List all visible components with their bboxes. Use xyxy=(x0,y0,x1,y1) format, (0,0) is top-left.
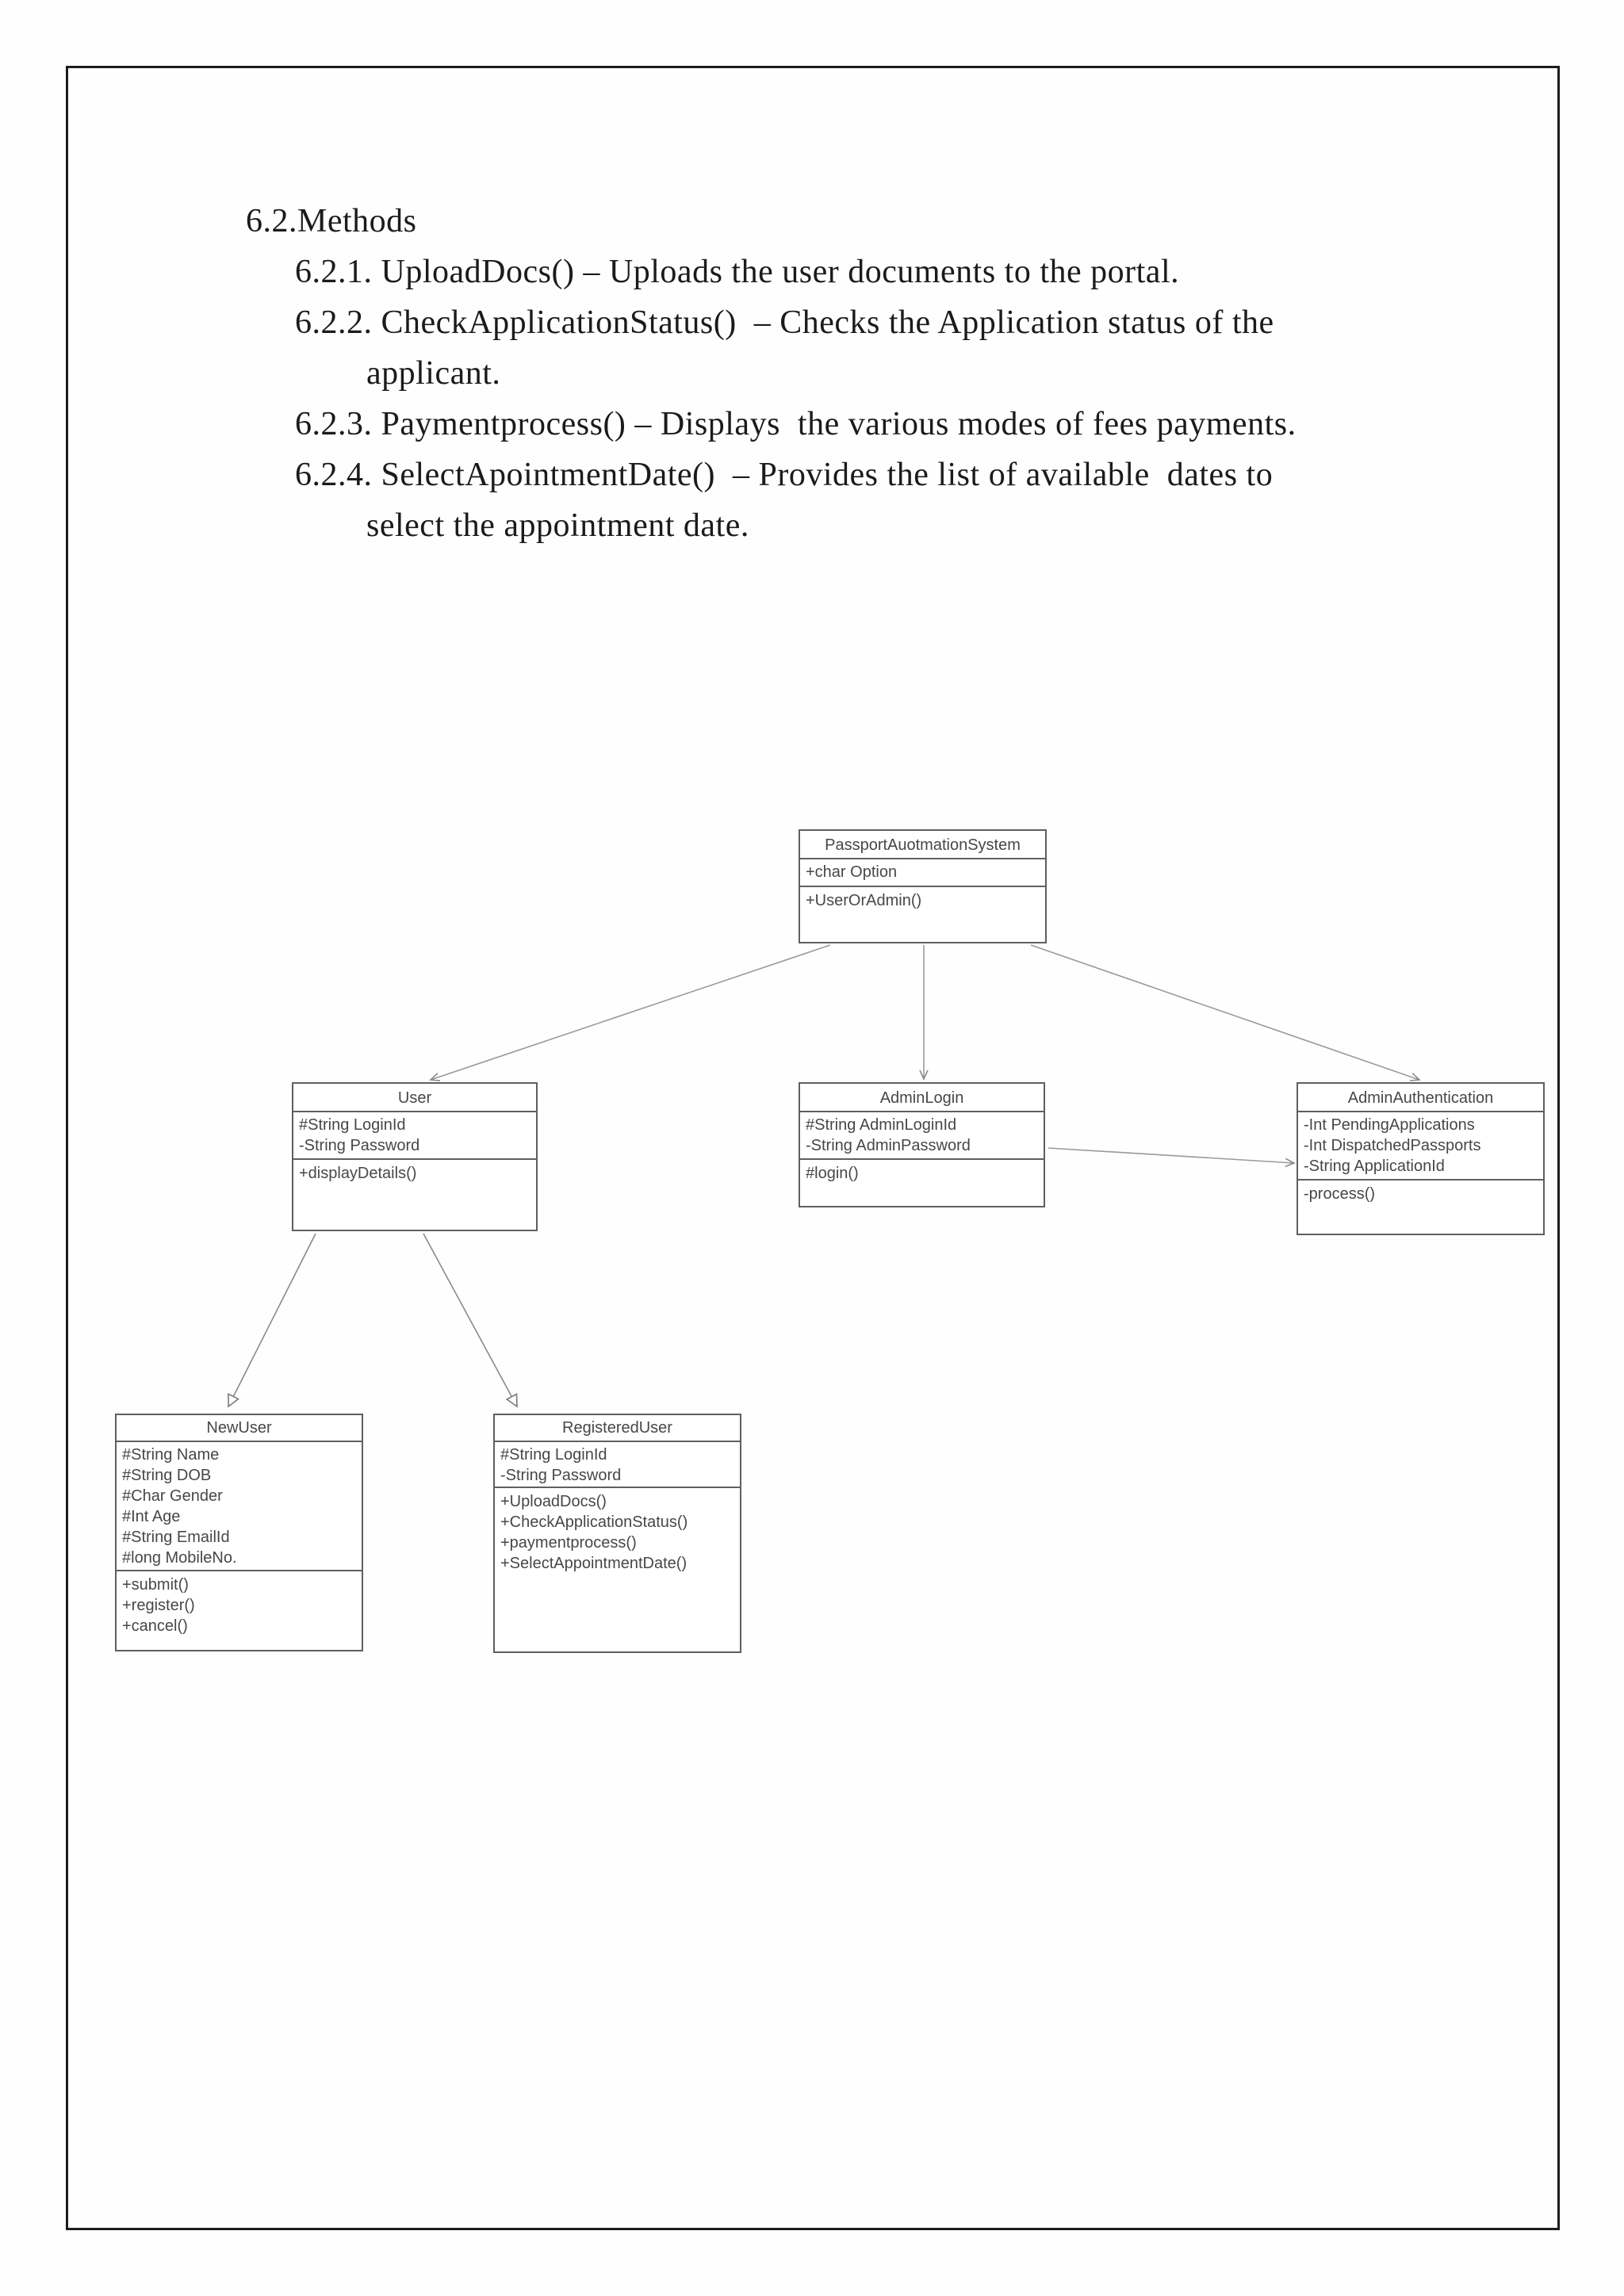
uml-attribute: #Int Age xyxy=(122,1508,181,1525)
uml-methods-section: #login() xyxy=(800,1160,1044,1206)
uml-class-passport-auotmation-system: PassportAuotmationSystem +char Option +U… xyxy=(799,829,1047,943)
uml-attribute: -String AdminPassword xyxy=(806,1137,971,1154)
method-item-1: 6.2.1. UploadDocs() – Uploads the user d… xyxy=(295,254,1180,290)
uml-methods-section: -process() xyxy=(1298,1181,1543,1234)
uml-class-title: AdminLogin xyxy=(800,1084,1044,1112)
uml-class-admin-authentication: AdminAuthentication -Int PendingApplicat… xyxy=(1297,1082,1545,1235)
uml-attributes-section: +char Option xyxy=(800,859,1045,887)
page-border xyxy=(66,66,1560,2230)
uml-attribute: #String AdminLoginId xyxy=(806,1116,957,1134)
uml-method: +CheckApplicationStatus() xyxy=(500,1513,688,1531)
uml-attribute: #String LoginId xyxy=(500,1446,607,1464)
uml-class-title: AdminAuthentication xyxy=(1298,1084,1543,1112)
uml-method: +SelectAppointmentDate() xyxy=(500,1555,688,1572)
uml-attribute: +char Option xyxy=(806,863,898,881)
uml-attribute: #long MobileNo. xyxy=(122,1549,237,1567)
uml-methods-section: +UploadDocs() +CheckApplicationStatus() … xyxy=(495,1488,740,1651)
section-heading: 6.2.Methods xyxy=(246,203,417,239)
method-item-4: 6.2.4. SelectApointmentDate() – Provides… xyxy=(295,457,1274,493)
uml-attributes-section: #String AdminLoginId -String AdminPasswo… xyxy=(800,1112,1044,1160)
uml-class-title: NewUser xyxy=(117,1415,362,1442)
uml-class-title: User xyxy=(293,1084,536,1112)
method-item-4-wrap: select the appointment date. xyxy=(366,507,749,544)
uml-class-title: PassportAuotmationSystem xyxy=(800,831,1045,859)
uml-method: -process() xyxy=(1304,1185,1376,1203)
uml-attribute: -String Password xyxy=(500,1467,622,1484)
uml-methods-section: +UserOrAdmin() xyxy=(800,887,1045,942)
uml-method: +UploadDocs() xyxy=(500,1493,607,1510)
uml-attribute: #Char Gender xyxy=(122,1487,223,1505)
uml-method: +paymentprocess() xyxy=(500,1534,637,1552)
uml-attributes-section: -Int PendingApplications -Int Dispatched… xyxy=(1298,1112,1543,1181)
uml-method: +submit() xyxy=(122,1576,189,1594)
uml-attributes-section: #String LoginId -String Password xyxy=(293,1112,536,1160)
uml-attribute: -String ApplicationId xyxy=(1304,1158,1445,1175)
uml-class-user: User #String LoginId -String Password +d… xyxy=(292,1082,538,1231)
uml-methods-section: +displayDetails() xyxy=(293,1160,536,1230)
uml-method: #login() xyxy=(806,1165,859,1182)
uml-attribute: #String EmailId xyxy=(122,1529,230,1546)
uml-class-new-user: NewUser #String Name #String DOB #Char G… xyxy=(115,1414,363,1651)
uml-method: +register() xyxy=(122,1597,195,1614)
uml-method: +UserOrAdmin() xyxy=(806,892,922,909)
uml-class-admin-login: AdminLogin #String AdminLoginId -String … xyxy=(799,1082,1045,1207)
uml-method: +displayDetails() xyxy=(299,1165,417,1182)
uml-class-registered-user: RegisteredUser #String LoginId -String P… xyxy=(493,1414,741,1653)
uml-attribute: #String LoginId xyxy=(299,1116,406,1134)
uml-attribute: #String Name xyxy=(122,1446,220,1464)
uml-attribute: -String Password xyxy=(299,1137,420,1154)
method-item-2-wrap: applicant. xyxy=(366,355,501,392)
uml-attributes-section: #String Name #String DOB #Char Gender #I… xyxy=(117,1442,362,1571)
uml-attribute: -Int PendingApplications xyxy=(1304,1116,1475,1134)
method-item-3: 6.2.3. Paymentprocess() – Displays the v… xyxy=(295,406,1297,442)
uml-method: +cancel() xyxy=(122,1617,188,1635)
uml-attributes-section: #String LoginId -String Password xyxy=(495,1442,740,1488)
uml-methods-section: +submit() +register() +cancel() xyxy=(117,1571,362,1650)
uml-attribute: -Int DispatchedPassports xyxy=(1304,1137,1481,1154)
uml-class-title: RegisteredUser xyxy=(495,1415,740,1442)
method-item-2: 6.2.2. CheckApplicationStatus() – Checks… xyxy=(295,304,1274,341)
uml-attribute: #String DOB xyxy=(122,1467,212,1484)
